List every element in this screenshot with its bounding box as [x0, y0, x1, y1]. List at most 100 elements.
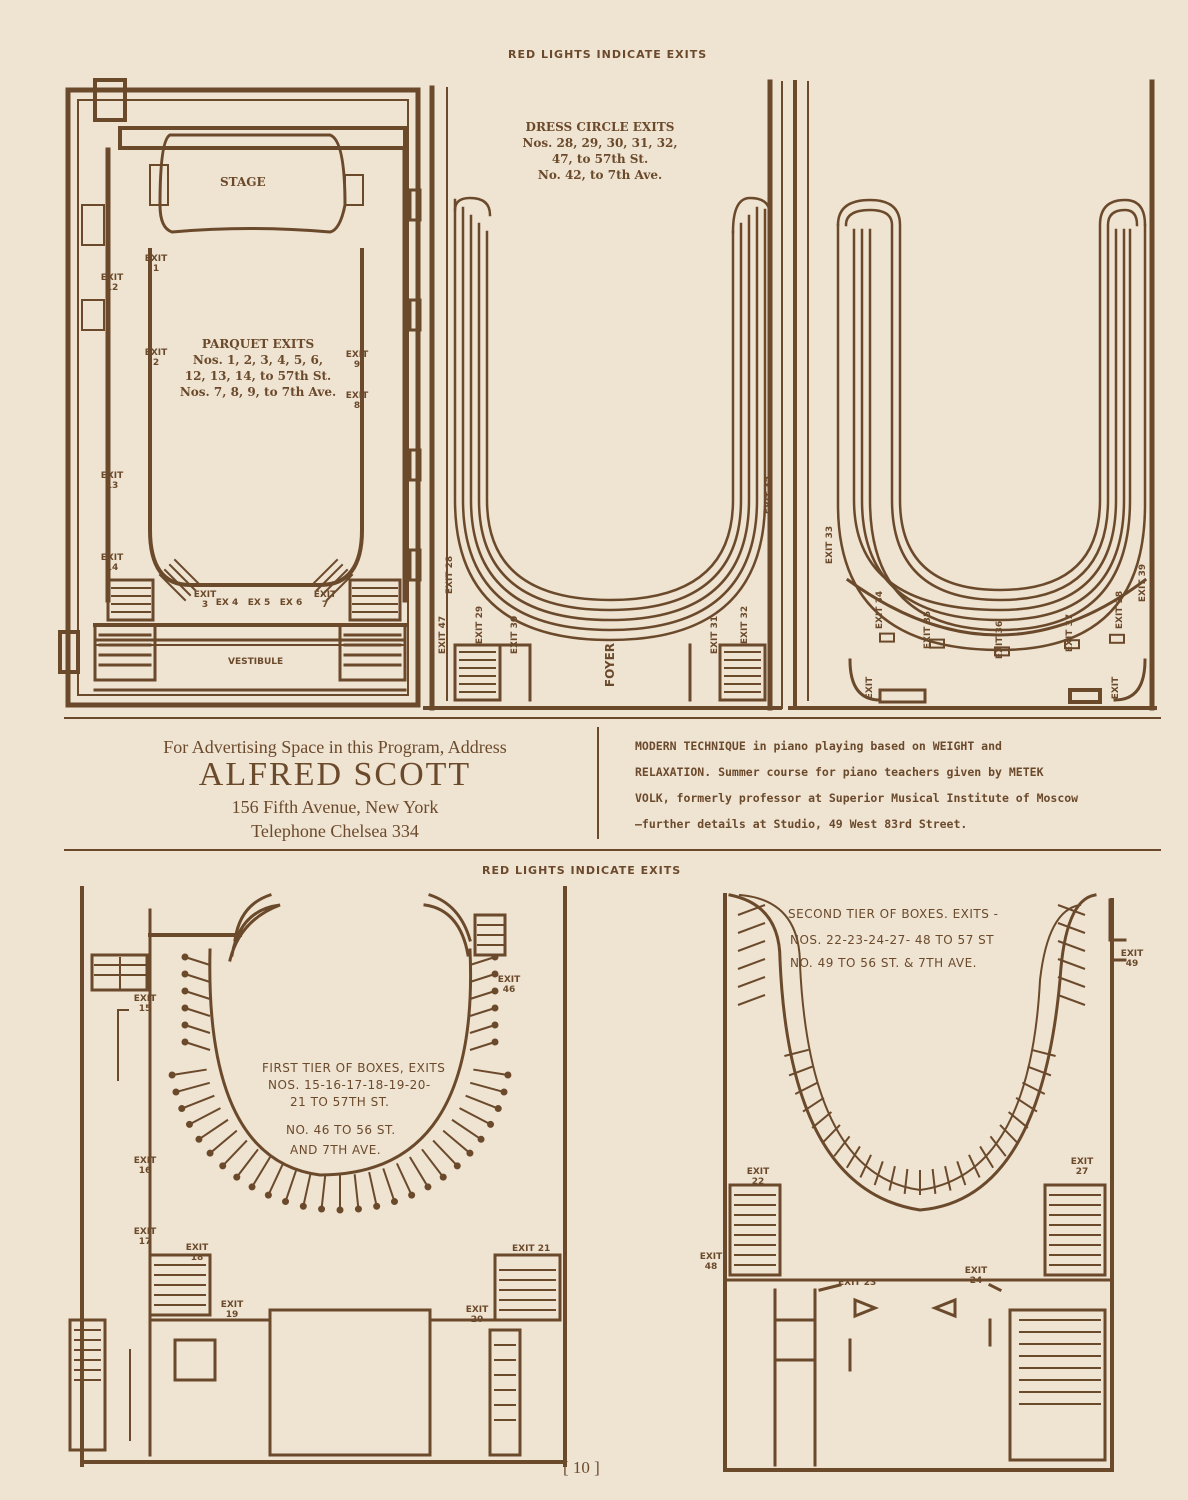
first-tier-box-marker: [439, 1173, 447, 1181]
parquet-exits-title: PARQUET EXITS: [201, 337, 315, 351]
second-tier-box-divider: [903, 1168, 909, 1194]
first-tier-box-divider: [469, 1007, 496, 1017]
exit-6-label: EX 6: [279, 598, 303, 608]
exit-23-label: EXIT 23: [838, 1278, 877, 1288]
balcony-box-mark: [1109, 633, 1125, 644]
first-tier-box-divider: [222, 1139, 248, 1167]
second-tier-box-divider: [737, 958, 766, 970]
ad-name: ALFRED SCOTT: [198, 756, 472, 793]
exit-3-label: EXIT 3: [193, 590, 217, 610]
first-tier-box-marker: [491, 1021, 499, 1029]
vestibule-label: VESTIBULE: [228, 657, 284, 667]
exit-21-label: EXIT 21: [512, 1244, 551, 1254]
parquet-exits-line2: 12, 13, 14, to 57th St.: [184, 369, 332, 383]
second-tier-box-divider: [1057, 958, 1086, 970]
first-tier-box-divider: [469, 973, 496, 983]
first-tier-box-marker: [504, 1071, 512, 1079]
first-tier-box-marker: [491, 987, 499, 995]
first-tier-box-divider: [171, 1068, 207, 1077]
first-tier-line2: NOS. 15-16-17-18-19-20-: [268, 1078, 431, 1092]
second-tier-box-divider: [1022, 1081, 1046, 1095]
exit-13-label: EXIT 13: [100, 471, 124, 491]
exit-1-label: EXIT 1: [144, 254, 168, 274]
second-tier-box-divider: [788, 1065, 813, 1077]
exit-27-label: EXIT 27: [1070, 1157, 1094, 1177]
first-tier-box-divider: [181, 1094, 215, 1110]
first-tier-box-marker: [206, 1149, 214, 1157]
first-tier-line1: FIRST TIER OF BOXES, EXITS: [262, 1061, 446, 1075]
exit-42-label: EXIT 42: [765, 475, 775, 515]
exit-49-label: EXIT 49: [1120, 949, 1144, 969]
first-tier-box-marker: [390, 1198, 398, 1206]
exit-balcony-right-label: EXIT: [1111, 676, 1121, 700]
exit-8-label: EXIT 8: [345, 391, 369, 411]
second-tier-box-divider: [737, 940, 766, 952]
exit-34-label: EXIT 34: [875, 590, 885, 630]
first-tier-box-marker: [282, 1198, 290, 1206]
first-tier-box-marker: [466, 1149, 474, 1157]
first-tier-box-marker: [491, 1004, 499, 1012]
parquet-exits-line1: Nos. 1, 2, 3, 4, 5, 6,: [192, 353, 324, 367]
stage-label: STAGE: [220, 175, 266, 189]
second-tier-box-divider: [737, 994, 766, 1006]
second-tier-box-divider: [968, 1154, 981, 1178]
ad-phone: Telephone Chelsea 334: [251, 821, 419, 841]
exit-balcony-left-label: EXIT: [865, 676, 875, 700]
first-tier-box-marker: [181, 987, 189, 995]
modern-technique-line4: —further details at Studio, 49 West 83rd…: [635, 817, 968, 831]
first-tier-box-marker: [185, 1120, 193, 1128]
first-tier-box-marker: [491, 953, 499, 961]
modern-technique-line2: RELAXATION. Summer course for piano teac…: [635, 765, 1044, 779]
exit-19-label: EXIT 19: [220, 1300, 244, 1320]
second-tier-box-divider: [1031, 1048, 1056, 1057]
dress-circle-line1: Nos. 28, 29, 30, 31, 32,: [522, 136, 678, 150]
first-tier-box-marker: [318, 1205, 326, 1213]
second-tier-box-divider: [873, 1161, 884, 1186]
modern-technique-line3: VOLK, formerly professor at Superior Mus…: [635, 791, 1079, 805]
second-tier-box-divider: [931, 1168, 937, 1194]
page-number: [ 10 ]: [563, 1458, 600, 1477]
second-tier-box-divider: [833, 1135, 851, 1157]
first-tier-box-marker: [181, 953, 189, 961]
exit-22-label: EXIT 22: [746, 1167, 770, 1187]
exit-31-label: EXIT 31: [710, 615, 720, 655]
first-tier-box-marker: [491, 1038, 499, 1046]
first-tier-box-marker: [168, 1071, 176, 1079]
bottom-header: RED LIGHTS INDICATE EXITS: [482, 864, 682, 877]
second-tier-box-divider: [1057, 994, 1086, 1006]
first-tier-box-marker: [408, 1191, 416, 1199]
first-tier-box-divider: [432, 1139, 458, 1167]
second-tier-box-divider: [737, 904, 766, 916]
first-tier-box-divider: [184, 1007, 211, 1017]
dress-circle-floor-plan: [423, 79, 783, 711]
dress-circle-line3: No. 42, to 7th Ave.: [537, 168, 663, 182]
exit-15-label: EXIT 15: [133, 994, 157, 1014]
second-tier-box-divider: [1015, 1097, 1038, 1113]
exit-32-label: EXIT 32: [740, 605, 750, 645]
second-tier-box-divider: [1057, 976, 1086, 988]
first-tier-box-marker: [487, 1120, 495, 1128]
second-tier-line1: SECOND TIER OF BOXES. EXITS -: [788, 907, 999, 921]
first-tier-box-divider: [320, 1174, 327, 1210]
balcony-box-mark: [1064, 639, 1080, 650]
exit-39-label: EXIT 39: [1138, 563, 1148, 603]
first-tier-line3: 21 TO 57TH ST.: [290, 1095, 390, 1109]
first-tier-box-marker: [336, 1206, 344, 1214]
balcony-floor-plan: [788, 79, 1157, 711]
first-tier-box-marker: [500, 1088, 508, 1096]
first-tier-box-marker: [491, 970, 499, 978]
exit-46-label: EXIT 46: [497, 975, 521, 995]
second-tier-box-divider: [737, 922, 766, 934]
second-tier-box-divider: [1027, 1065, 1052, 1077]
second-tier-box-divider: [989, 1135, 1007, 1157]
first-tier-line5: AND 7TH AVE.: [290, 1143, 382, 1157]
first-tier-box-divider: [469, 1041, 496, 1051]
first-tier-box-marker: [424, 1183, 432, 1191]
first-tier-box-divider: [421, 1148, 445, 1178]
second-tier-line3: NO. 49 TO 56 ST. & 7TH AVE.: [790, 956, 977, 970]
exit-7-label: EXIT 7: [313, 590, 337, 610]
first-tier-box-marker: [453, 1162, 461, 1170]
second-tier-box-divider: [1057, 940, 1086, 952]
